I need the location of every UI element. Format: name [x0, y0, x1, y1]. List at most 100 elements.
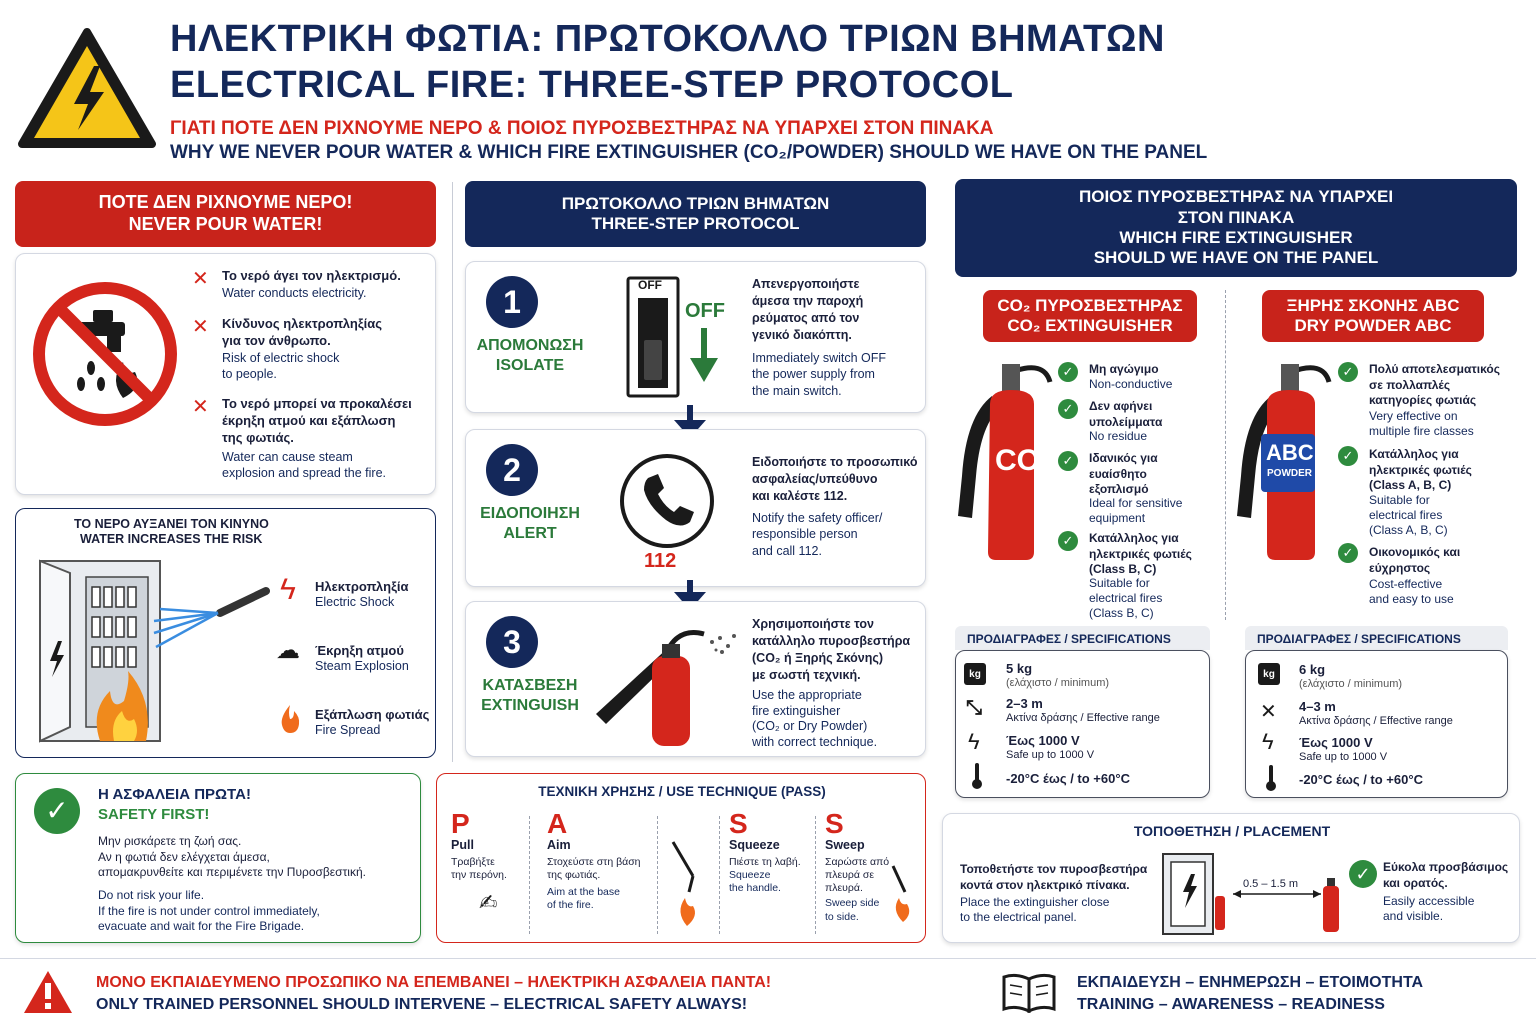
pass-step-name: Sweep: [825, 838, 865, 852]
safety-card: ✓ Η ΑΣΦΑΛΕΙΑ ΠΡΩΤΑ! SAFETY FIRST! Μην ρι…: [15, 773, 421, 943]
page-title-gr: ΗΛΕΚΤΡΙΚΗ ΦΩΤΙΑ: ΠΡΩΤΟΚΟΛΛΟ ΤΡΙΩΝ ΒΗΜΑΤΩ…: [170, 18, 1165, 60]
pass-step-pull: P Pull Τραβήξτε την περόνη. ✍: [451, 810, 547, 934]
step-3-card: 3 ΚΑΤΑΣΒΕΣΗ EXTINGUISH Χρησιμοποιήστε το…: [465, 601, 926, 757]
check-icon: ✓: [1338, 362, 1358, 382]
check-icon: ✓: [1058, 362, 1078, 382]
footer: ΜΟΝΟ ΕΚΠΑΙΔΕΥΜΕΝΟ ΠΡΟΣΩΠΙΚΟ ΝΑ ΕΠΕΜΒΑΝΕΙ…: [0, 958, 1536, 1024]
thermometer-icon: [972, 763, 982, 789]
abc-title-en: DRY POWDER ABC: [1294, 316, 1452, 335]
abc-spec-title: ΠΡΟΔΙΑΓΡΑΦΕΣ / SPECIFICATIONS: [1245, 626, 1508, 650]
risk-title-en: WATER INCREASES THE RISK: [80, 532, 263, 546]
open-book-icon: [1000, 971, 1058, 1014]
step-1-number: 1: [486, 276, 538, 328]
abc-feature-3-en: Cost-effective and easy to use: [1369, 577, 1454, 606]
abc-feature-3-gr: Οικονομικός και εύχρηστος: [1369, 545, 1461, 575]
footer-motto-gr: ΕΚΠΑΙΔΕΥΣΗ – ΕΝΗΜΕΡΩΣΗ – ΕΤΟΙΜΟΤΗΤΑ: [1077, 974, 1424, 991]
co2-feature-2-en: No residue: [1089, 429, 1148, 443]
step-3-text-gr: Χρησιμοποιήστε τον κατάλληλο πυροσβεστήρ…: [752, 617, 911, 682]
abc-spec-range: 4–3 m: [1299, 699, 1336, 714]
panel-with-extinguisher-illustration: [1161, 850, 1351, 936]
electrical-panel-illustration: [30, 551, 280, 751]
placement-distance: 0.5 – 1.5 m: [1243, 878, 1299, 890]
range-arrows-icon: ⤡: [966, 697, 982, 719]
fire-icon: [278, 703, 302, 733]
footer-warning-en: ONLY TRAINED PERSONNEL SHOULD INTERVENE …: [96, 996, 748, 1013]
abc-body-label: ABC: [1266, 440, 1314, 465]
green-check-icon: ✓: [34, 788, 80, 834]
step-2-number: 2: [486, 444, 538, 496]
step-3-text-en: Use the appropriate fire extinguisher (C…: [752, 688, 878, 749]
no-water-item-3-en: Water can cause steam explosion and spre…: [222, 450, 386, 480]
abc-title-gr: ΞΗΡΗΣ ΣΚΟΝΗΣ ABC: [1286, 295, 1460, 315]
placement-text-en: Place the extinguisher close to the elec…: [960, 895, 1110, 924]
protocol-title-en: THREE-STEP PROTOCOL: [591, 214, 800, 233]
risk-item-1-gr: Ηλεκτροπληξία: [315, 579, 409, 594]
pass-letter: S: [729, 808, 748, 839]
no-water-title-en: NEVER POUR WATER!: [128, 214, 323, 234]
switch-label: OFF: [638, 278, 662, 292]
pass-letter: P: [451, 808, 470, 839]
check-icon: ✓: [1338, 446, 1358, 466]
extinguisher-divider: [1225, 290, 1226, 620]
step-1-label-en: ISOLATE: [495, 357, 565, 374]
safety-title-gr: Η ΑΣΦΑΛΕΙΑ ΠΡΩΤΑ!: [98, 786, 251, 803]
pass-step-sweep: S Sweep Σαρώστε από πλευρά σε πλευρά. Sw…: [825, 810, 923, 934]
pass-step-en: Squeeze the handle.: [729, 869, 781, 895]
no-water-card: ✕ Το νερό άγει τον ηλεκτρισμό. Water con…: [15, 253, 436, 495]
flow-arrow: [687, 580, 693, 598]
pass-step-name: Squeeze: [729, 838, 780, 852]
warning-triangle-icon: [16, 26, 158, 152]
step-2-card: 2 ΕΙΔΟΠΟΙΗΣΗ ALERT 112 Ειδοποιήστε το πρ…: [465, 429, 926, 587]
risk-card: ΤΟ ΝΕΡΟ ΑΥΞΑΝΕΙ ΤΟΝ ΚΙΝΥΝΟ WATER INCREAS…: [15, 508, 436, 758]
no-water-item-1-gr: Το νερό άγει τον ηλεκτρισμό.: [222, 268, 401, 283]
co2-banner: CO₂ ΠΥΡΟΣΒΕΣΤΗΡΑΣ CO₂ EXTINGUISHER: [983, 290, 1197, 342]
emergency-number: 112: [644, 550, 677, 572]
down-arrow-icon: [690, 328, 718, 382]
extinguisher-banner: ΠΟΙΟΣ ΠΥΡΟΣΒΕΣΤΗΡΑΣ ΝΑ ΥΠΑΡΧΕΙ ΣΤΟΝ ΠΙΝΑ…: [955, 179, 1517, 277]
co2-spec-voltage: Έως 1000 V: [1006, 733, 1080, 748]
extinguisher-spraying-icon: [592, 620, 742, 750]
check-icon: ✓: [1058, 451, 1078, 471]
step-3-label-en: EXTINGUISH: [481, 697, 579, 714]
page-title-en: ELECTRICAL FIRE: THREE-STEP PROTOCOL: [170, 64, 1014, 106]
off-label: OFF: [685, 300, 725, 322]
co2-spec-card: kg 5 kg (ελάχιστο / minimum) ⤡ 2–3 m Ακτ…: [955, 650, 1210, 798]
step-2-label-gr: ΕΙΔΟΠΟΙΗΣΗ: [480, 505, 580, 522]
pass-step-gr: Στοχεύστε στη βάση της φωτιάς.: [547, 856, 641, 882]
abc-body-sublabel: POWDER: [1267, 468, 1312, 479]
co2-spec-weight: 5 kg: [1006, 661, 1033, 676]
pass-letter: A: [547, 808, 568, 839]
hand-pull-icon: ✍: [479, 890, 498, 915]
pass-step-gr: Πιέστε τη λαβή.: [729, 856, 801, 868]
placement-title: ΤΟΠΟΘΕΤΗΣΗ / PLACEMENT: [1133, 823, 1331, 839]
abc-banner: ΞΗΡΗΣ ΣΚΟΝΗΣ ABC DRY POWDER ABC: [1262, 290, 1484, 342]
x-icon: ✕: [192, 396, 209, 418]
co2-spec-weight-note: (ελάχιστο / minimum): [1006, 677, 1110, 689]
sweep-fire-icon: [889, 862, 915, 922]
voltage-bolt-icon: ϟ: [968, 729, 980, 754]
flow-arrow: [687, 405, 693, 425]
risk-title-gr: ΤΟ ΝΕΡΟ ΑΥΞΑΝΕΙ ΤΟΝ ΚΙΝΥΝΟ: [74, 517, 269, 531]
step-2-text-en: Notify the safety officer/ responsible p…: [752, 511, 883, 558]
main-switch-off-icon: [626, 276, 680, 398]
placement-card: ΤΟΠΟΘΕΤΗΣΗ / PLACEMENT Τοποθετήστε τον π…: [942, 813, 1520, 943]
pass-step-aim: A Aim Στοχεύστε στη βάση της φωτιάς. Aim…: [547, 810, 657, 934]
thermometer-icon: [1266, 765, 1276, 791]
co2-spec-range-note: Ακτίνα δράσης / Effective range: [1006, 712, 1160, 724]
x-icon: ✕: [192, 316, 209, 338]
green-check-icon: ✓: [1349, 860, 1377, 888]
column-divider: [452, 182, 453, 762]
step-1-text-gr: Απενεργοποιήστε άμεσα την παροχή ρεύματο…: [752, 277, 864, 342]
co2-body-label: CO₂: [995, 444, 1054, 477]
safety-text-gr: Μην ρισκάρετε τη ζωή σας. Αν η φωτιά δεν…: [98, 834, 366, 880]
x-icon: ✕: [192, 268, 209, 290]
co2-feature-1-gr: Μη αγώγιμο: [1089, 362, 1159, 376]
co2-title-gr: CO₂ ΠΥΡΟΣΒΕΣΤΗΡΑΣ: [997, 295, 1183, 315]
no-water-item-2-en: Risk of electric shock to people.: [222, 351, 340, 381]
protocol-title-gr: ΠΡΩΤΟΚΟΛΛΟ ΤΡΙΩΝ ΒΗΜΑΤΩΝ: [561, 193, 830, 213]
risk-item-3-en: Fire Spread: [315, 723, 381, 737]
co2-feature-4-en: Suitable for electrical fires (Class B, …: [1089, 576, 1163, 620]
step-1-card: 1 ΑΠΟΜΟΝΩΣΗ ISOLATE OFF OFF Απενεργοποιή…: [465, 261, 926, 413]
placement-note-gr: Εύκολα προσβάσιμος και ορατός.: [1383, 860, 1509, 890]
pass-step-en: Aim at the base of the fire.: [547, 886, 620, 912]
